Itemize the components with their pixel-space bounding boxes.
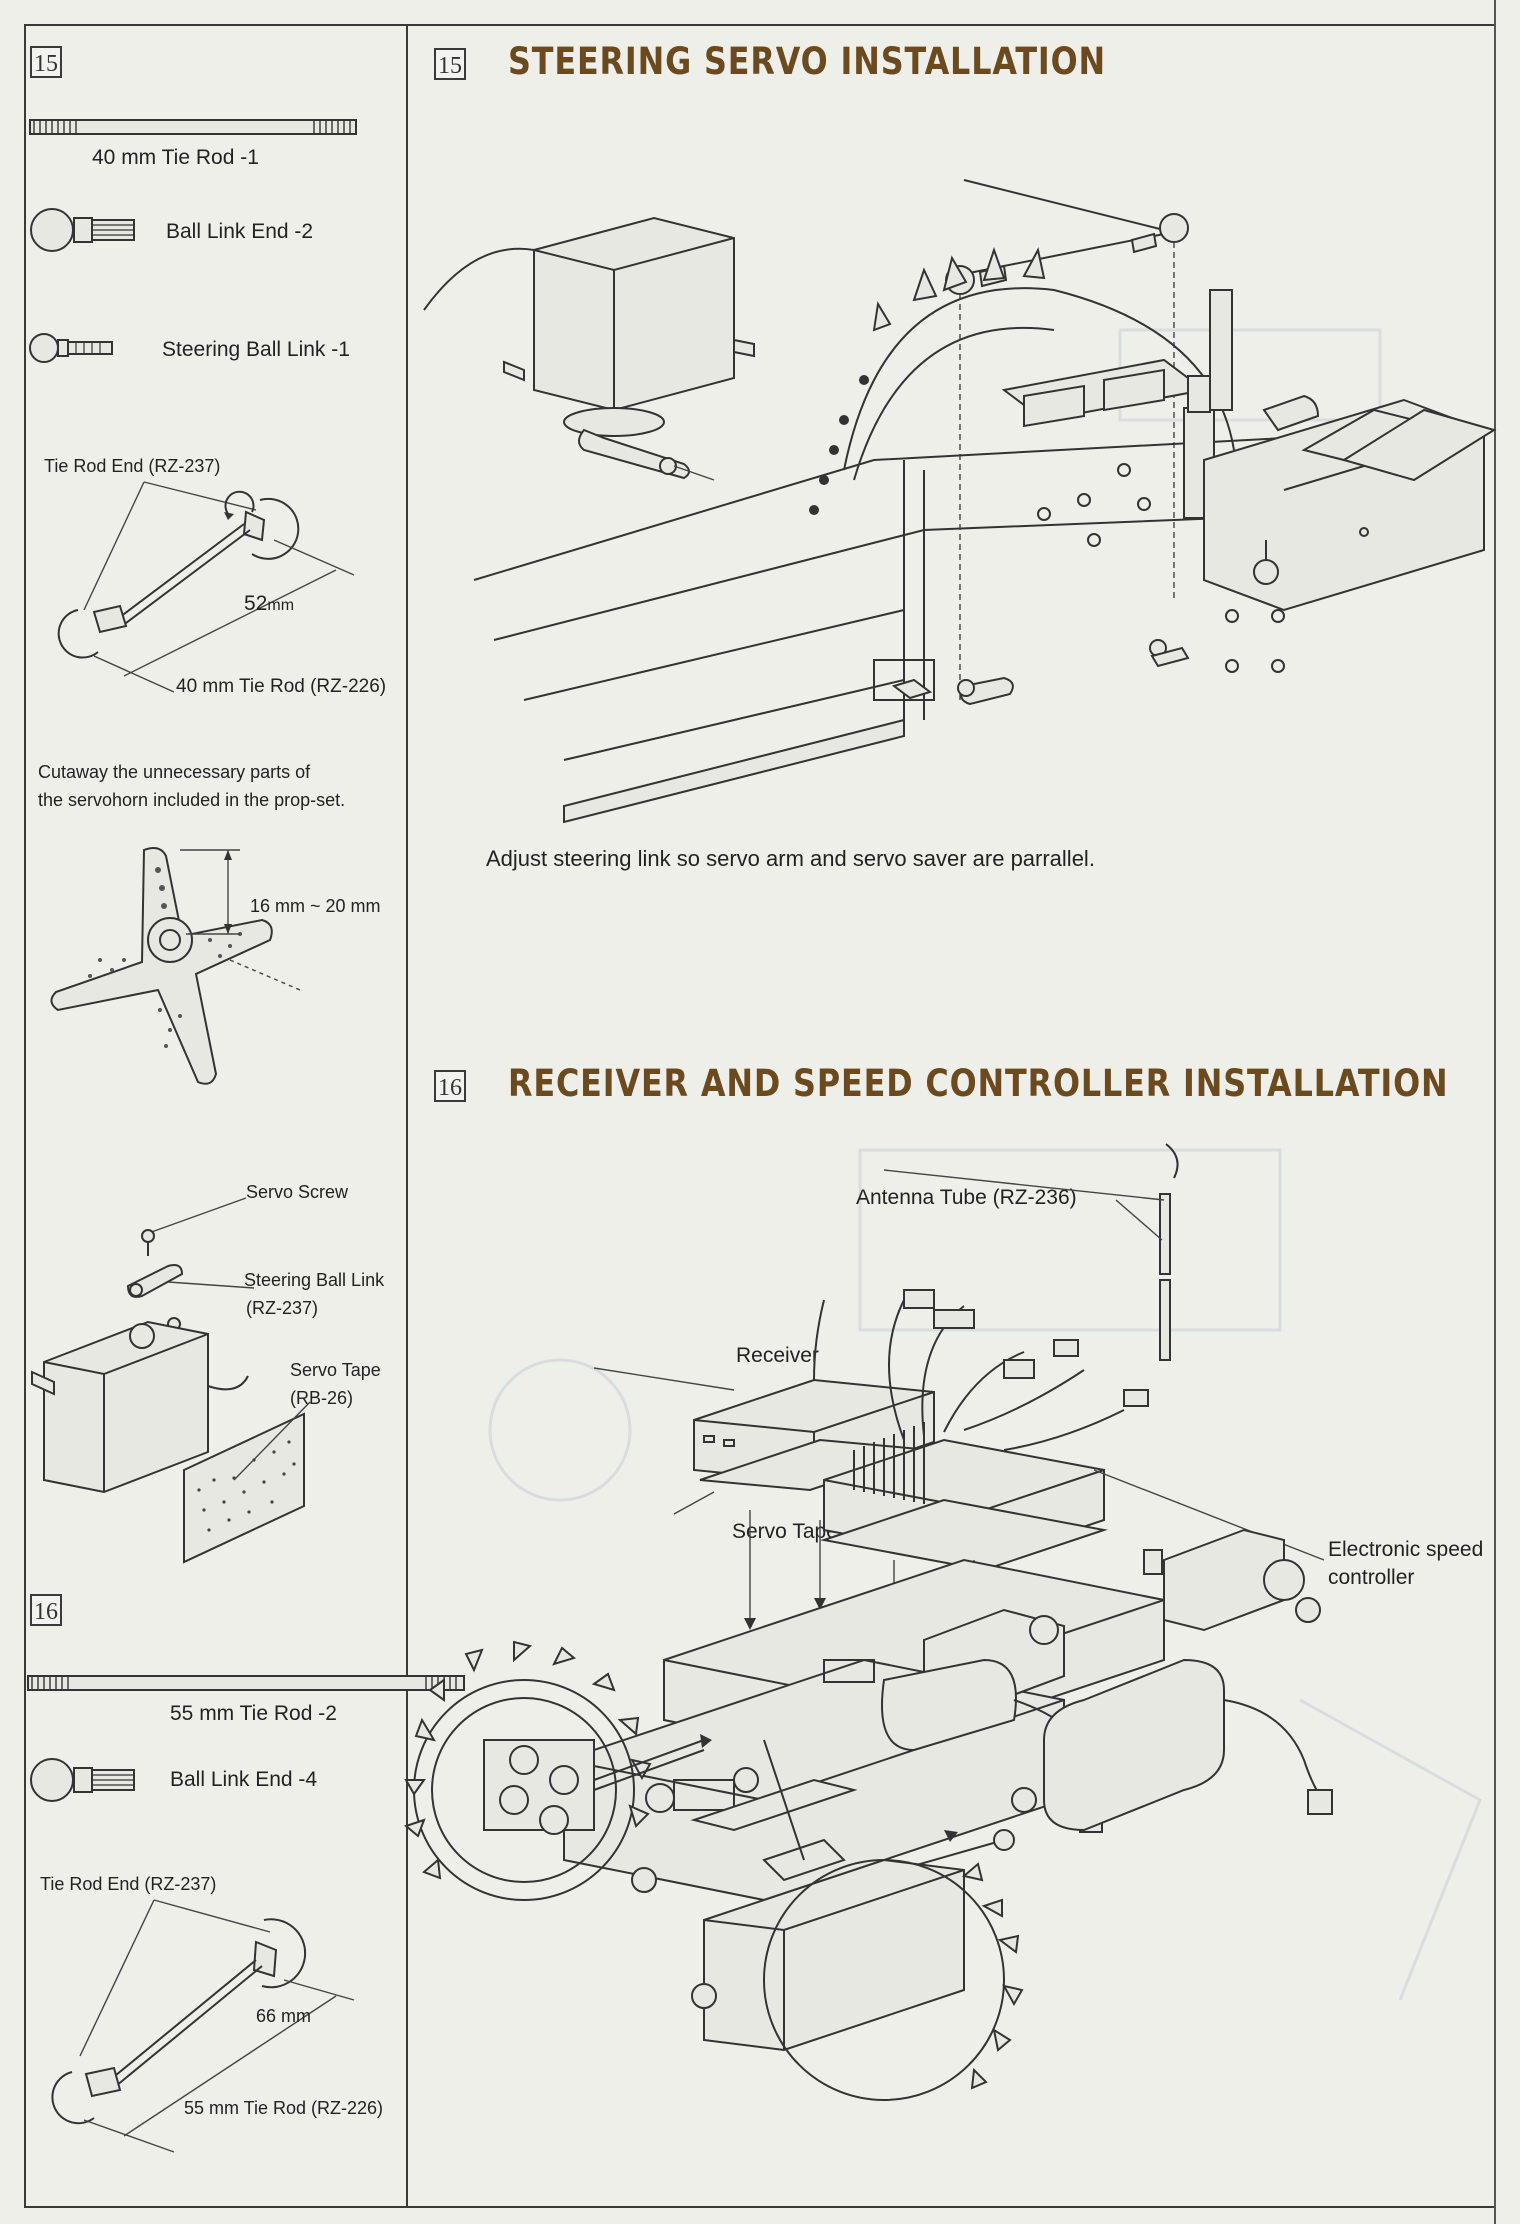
steering-servo-installation-diagram — [423, 179, 1497, 824]
right-edge-rule — [1494, 0, 1496, 2224]
section-15-caption: Adjust steering link so servo arm and se… — [486, 846, 1095, 871]
tie-rod-end-label-1: Tie Rod End (RZ-237) — [44, 456, 221, 476]
esc-label-2: controller — [1328, 1566, 1415, 1589]
tie-rod-55-icon — [27, 1675, 465, 1691]
left-panel-frame — [24, 24, 408, 2208]
ball-link-end-icon — [30, 208, 135, 252]
tie-rod-40mm-label: 40 mm Tie Rod (RZ-226) — [176, 676, 387, 697]
servo-tape-left-label-1: Servo Tape — [290, 1360, 381, 1380]
cutaway-note-line1: Cutaway the unnecessary parts of — [38, 762, 311, 782]
tie-rod-55mm-label: 55 mm Tie Rod (RZ-226) — [184, 2098, 384, 2118]
length-52mm-label: 52mm — [244, 592, 294, 616]
servo-horn-diagram — [50, 847, 301, 1085]
tie-rod-end-label-2: Tie Rod End (RZ-237) — [40, 1874, 217, 1894]
section-15-number: 15 — [434, 48, 466, 80]
section-16-number: 16 — [434, 1070, 466, 1102]
steering-ball-link-label-2: (RZ-237) — [246, 1298, 319, 1318]
part-55mm-tie-rod-label: 55 mm Tie Rod -2 — [170, 1702, 337, 1725]
receiver-label: Receiver — [736, 1344, 819, 1367]
length-52-value: 52 — [244, 592, 268, 615]
horn-dimension-label: 16 mm ~ 20 mm — [250, 896, 381, 916]
servo-screw-label: Servo Screw — [246, 1182, 349, 1202]
section-16-title: RECEIVER AND SPEED CONTROLLER INSTALLATI… — [508, 1062, 1449, 1105]
left-step-15-number: 15 — [30, 46, 62, 78]
length-66mm-label: 66 mm — [256, 2006, 312, 2026]
part-ball-link-end-label: Ball Link End -2 — [166, 220, 314, 243]
esc-label-1: Electronic speed — [1328, 1538, 1484, 1561]
ball-link-end-icon-2 — [30, 1758, 135, 1802]
steering-ball-link-icon — [29, 333, 113, 363]
tie-rod-assembly-40-diagram — [57, 481, 355, 693]
part-steering-ball-link-label: Steering Ball Link -1 — [162, 338, 350, 361]
part-40mm-tie-rod-label: 40 mm Tie Rod -1 — [92, 146, 259, 169]
section-15-title: STEERING SERVO INSTALLATION — [508, 40, 1107, 83]
antenna-tube-label: Antenna Tube (RZ-236) — [856, 1186, 1077, 1209]
length-52-unit: mm — [267, 597, 295, 614]
steering-ball-link-label-1: Steering Ball Link — [244, 1270, 385, 1290]
servo-exploded-diagram — [31, 1197, 311, 1564]
servo-tape-left-label-2: (RB-26) — [290, 1388, 354, 1408]
receiver-speed-controller-diagram — [403, 1143, 1333, 2101]
part-ball-link-end-4-label: Ball Link End -4 — [170, 1768, 318, 1791]
cutaway-note-line2: the servohorn included in the prop-set. — [38, 790, 346, 810]
tie-rod-assembly-55-diagram — [51, 1899, 355, 2153]
left-step-16-number: 16 — [30, 1594, 62, 1626]
tie-rod-40-icon — [29, 119, 357, 135]
